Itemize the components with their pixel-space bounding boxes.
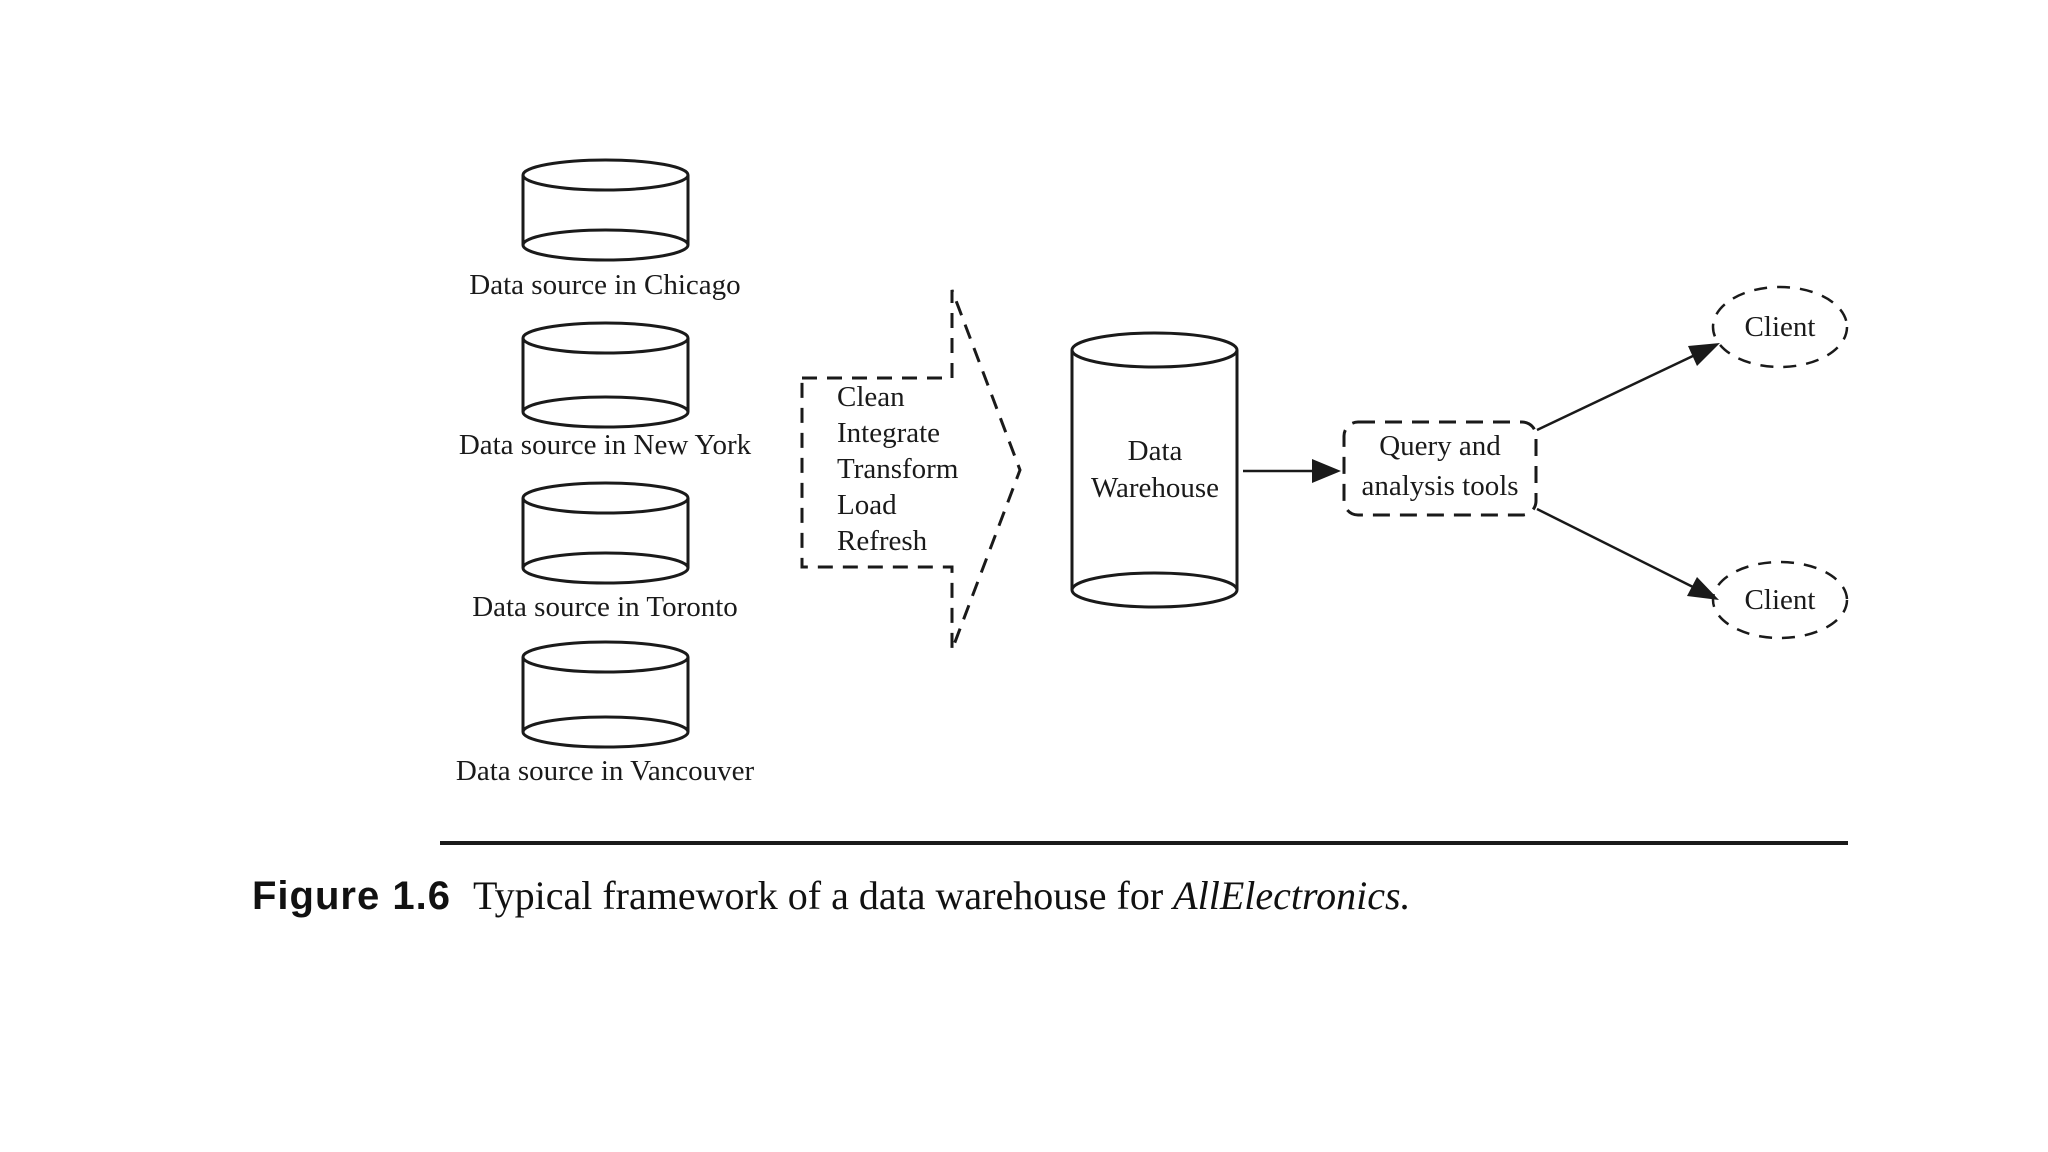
arrow-tools-to-client-bottom — [1536, 507, 1719, 600]
caption-figure-number: Figure 1.6 — [252, 874, 451, 918]
caption-text: Typical framework of a data warehouse fo… — [472, 873, 1164, 918]
database-cylinder-toronto-icon — [521, 481, 690, 585]
warehouse-label-line2: Warehouse — [1090, 472, 1220, 504]
source-label-toronto: Data source in Toronto — [472, 591, 738, 623]
query-tools-label-line2: analysis tools — [1361, 470, 1519, 502]
client-ellipse-bottom — [1711, 560, 1849, 640]
caption-emphasis: AllElectronics. — [1173, 873, 1411, 918]
arrow-tools-to-client-top — [1536, 343, 1720, 432]
query-tools-label-line1: Query and — [1379, 430, 1501, 462]
etl-step: Clean — [837, 381, 905, 413]
arrow-warehouse-to-tools — [1243, 459, 1341, 483]
query-tools-label: Query and analysis tools — [1340, 426, 1540, 506]
source-label-chicago: Data source in Chicago — [469, 269, 741, 301]
etl-step: Integrate — [837, 417, 941, 449]
etl-step-list: Clean Integrate Transform Load Refresh — [837, 379, 958, 559]
database-cylinder-chicago-icon — [521, 158, 690, 262]
warehouse-label-line1: Data — [1127, 435, 1183, 467]
client-label-top: Client — [1744, 311, 1816, 343]
warehouse-label: Data Warehouse — [1055, 433, 1255, 507]
query-tools-box — [1342, 420, 1538, 517]
database-cylinder-vancouver-icon — [521, 640, 690, 749]
source-label-newyork: Data source in New York — [458, 429, 752, 461]
data-warehouse-cylinder-icon — [1070, 331, 1239, 609]
etl-step: Transform — [837, 453, 959, 485]
etl-step: Load — [837, 489, 897, 521]
etl-process-arrow-shape — [800, 289, 1022, 651]
client-ellipse-top — [1711, 285, 1849, 369]
database-cylinder-newyork-icon — [521, 321, 690, 429]
figure-caption: Figure 1.6 Typical framework of a data wa… — [252, 872, 1411, 920]
etl-step: Refresh — [837, 525, 928, 557]
source-label-vancouver: Data source in Vancouver — [455, 755, 755, 787]
client-label-bottom: Client — [1744, 584, 1816, 616]
